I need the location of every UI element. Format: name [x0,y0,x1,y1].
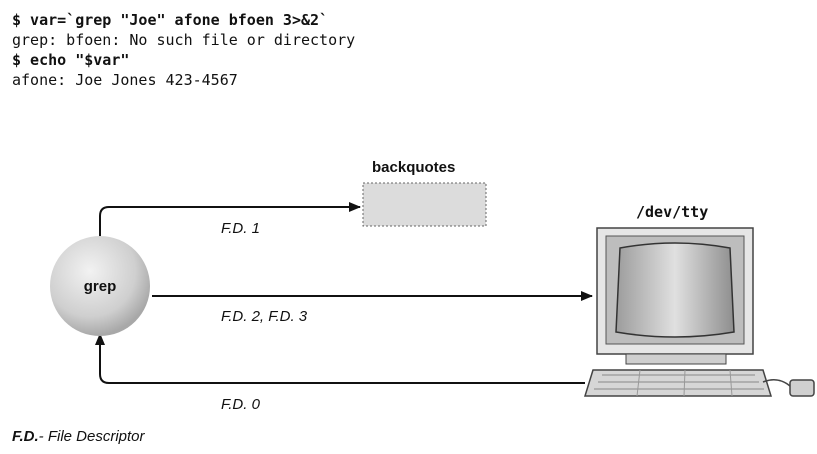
terminal-line: grep: bfoen: No such file or directory [12,31,356,49]
terminal-line: $ echo "$var" [12,51,130,69]
legend: F.D.- File Descriptor [12,428,145,445]
monitor-icon [596,227,754,365]
grep-label: grep [84,278,117,295]
backquotes-box [362,182,487,227]
grep-process-node [50,236,150,336]
fd0-arrow [95,333,585,384]
backquotes-label: backquotes [372,159,455,176]
terminal-line: $ var=`grep "Joe" afone bfoen 3>&2` [12,11,329,29]
fd1-arrow [99,202,361,240]
fd23-label: F.D. 2, F.D. 3 [221,308,308,325]
fd1-label: F.D. 1 [221,220,260,237]
terminal-transcript: $ var=`grep "Joe" afone bfoen 3>&2` grep… [12,10,355,90]
mouse-icon [762,379,815,397]
tty-label: /dev/tty [636,203,708,221]
terminal-line: afone: Joe Jones 423-4567 [12,71,238,89]
keyboard-icon [583,369,773,397]
legend-term: F.D. [12,428,39,445]
fd0-label: F.D. 0 [221,396,261,413]
legend-definition: - File Descriptor [38,428,145,445]
